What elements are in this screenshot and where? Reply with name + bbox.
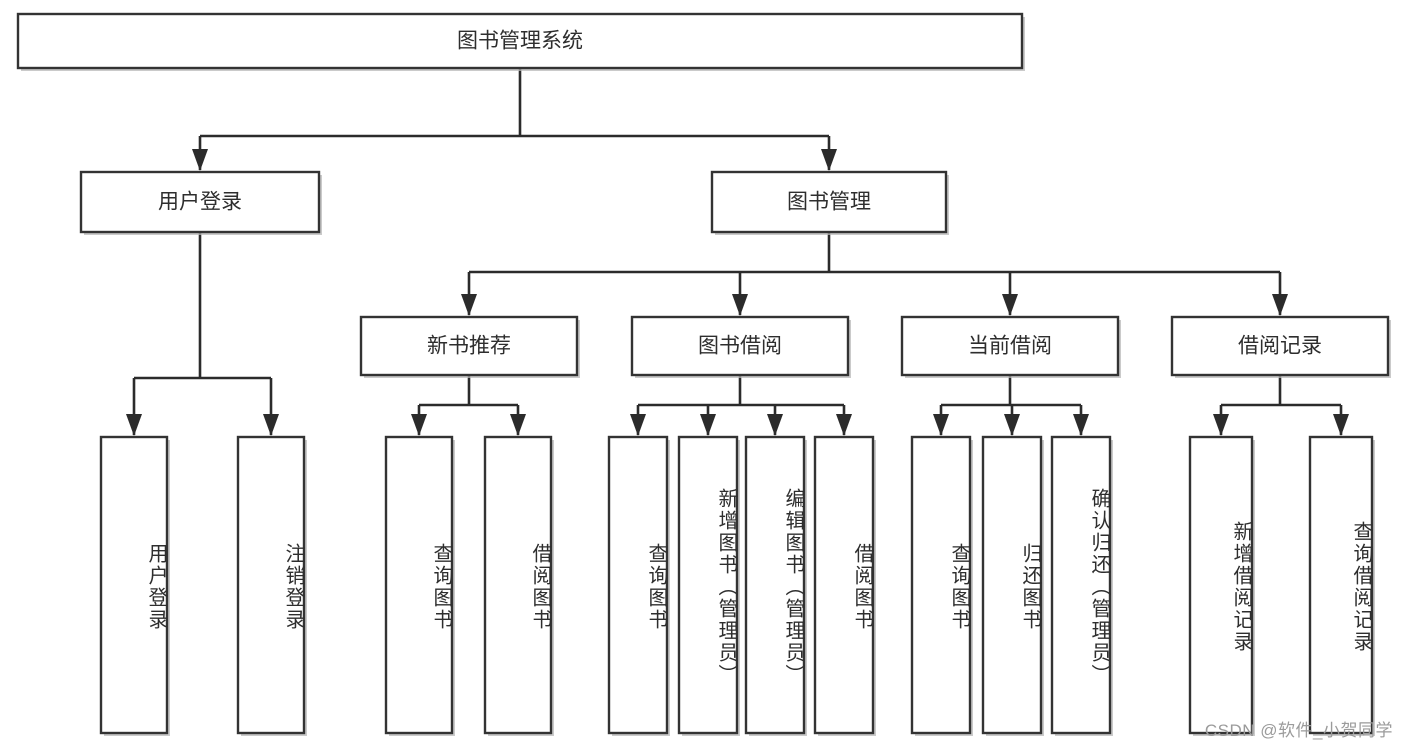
node-box-borrow-records[interactable] — [1170, 315, 1390, 377]
node-box-leaf-edit-book[interactable] — [744, 435, 806, 735]
arrow-head-icon — [767, 414, 783, 436]
arrow-head-icon — [1213, 414, 1229, 436]
node-label-book-manage: 图书管理 — [787, 191, 871, 214]
node-box-root[interactable] — [16, 12, 1024, 70]
node-box-leaf-return-book[interactable] — [981, 435, 1043, 735]
arrow-head-icon — [1272, 294, 1288, 316]
arrow-head-icon — [1004, 414, 1020, 436]
arrow-head-icon — [732, 294, 748, 316]
node-box-book-borrow[interactable] — [630, 315, 850, 377]
node-box-book-manage[interactable] — [710, 170, 948, 234]
arrow-head-icon — [630, 414, 646, 436]
node-box-leaf-query-book-recommend[interactable] — [384, 435, 454, 735]
node-box-user-login[interactable] — [79, 170, 321, 234]
node-box-leaf-add-borrow-record[interactable] — [1188, 435, 1254, 735]
watermark-text: CSDN @软件_小贺同学 — [1204, 721, 1393, 740]
node-box-new-book-recommend[interactable] — [359, 315, 579, 377]
arrow-head-icon — [1002, 294, 1018, 316]
node-box-leaf-add-book[interactable] — [677, 435, 739, 735]
node-box-leaf-query-borrow-record[interactable] — [1308, 435, 1374, 735]
arrow-head-icon — [411, 414, 427, 436]
node-label-new-book-recommend: 新书推荐 — [427, 335, 511, 358]
node-label-book-borrow: 图书借阅 — [698, 335, 782, 358]
node-box-leaf-user-logout[interactable] — [236, 435, 306, 735]
node-label-user-login: 用户登录 — [158, 191, 242, 214]
node-label-borrow-records: 借阅记录 — [1238, 335, 1322, 358]
arrow-head-icon — [461, 294, 477, 316]
node-box-leaf-confirm-return[interactable] — [1050, 435, 1112, 735]
node-box-current-borrow[interactable] — [900, 315, 1120, 377]
node-label-root: 图书管理系统 — [457, 30, 583, 53]
node-box-leaf-borrow-book-recommend[interactable] — [483, 435, 553, 735]
node-box-layer — [16, 12, 1391, 736]
node-box-leaf-query-book-current[interactable] — [910, 435, 972, 735]
arrow-head-icon — [821, 149, 837, 171]
connector-layer — [126, 68, 1349, 436]
arrow-head-icon — [192, 149, 208, 171]
arrow-head-icon — [836, 414, 852, 436]
node-label-current-borrow: 当前借阅 — [968, 335, 1052, 358]
node-box-leaf-borrow-book[interactable] — [813, 435, 875, 735]
arrow-head-icon — [510, 414, 526, 436]
node-box-leaf-query-book-borrow[interactable] — [607, 435, 669, 735]
arrow-head-icon — [1073, 414, 1089, 436]
arrow-head-icon — [1333, 414, 1349, 436]
node-box-leaf-user-login[interactable] — [99, 435, 169, 735]
arrow-head-icon — [700, 414, 716, 436]
arrow-head-icon — [263, 414, 279, 436]
arrow-head-icon — [126, 414, 142, 436]
arrow-head-icon — [933, 414, 949, 436]
